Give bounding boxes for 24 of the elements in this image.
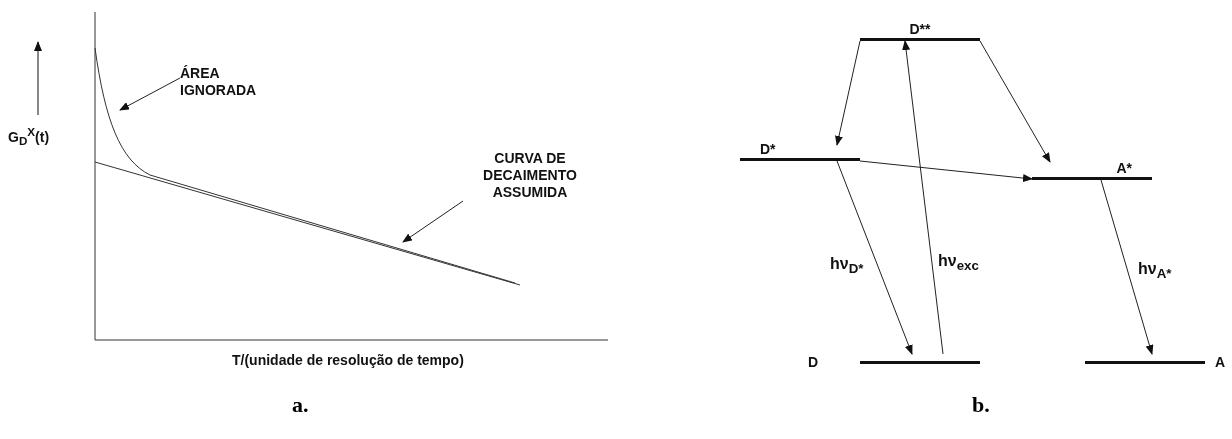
axis-label: T/(unidade de resolução de tempo)	[232, 352, 464, 368]
arrow	[1100, 179, 1154, 355]
edge-label: hν$_{D*}$	[830, 255, 864, 277]
level-label: A*	[1116, 160, 1132, 176]
level-label: D	[808, 354, 820, 370]
leader-line	[119, 77, 181, 111]
arrow	[836, 160, 913, 355]
edge-label: hν$_{A*}$	[1138, 260, 1172, 282]
arrow	[835, 40, 861, 146]
arrow	[902, 40, 944, 355]
arrow	[979, 40, 1051, 163]
axis-label: G$_{D}$$^{X}$(t)	[8, 125, 50, 148]
panel-label: a.	[292, 392, 309, 418]
panel-label: b.	[972, 392, 990, 418]
callout-text: CURVA DE DECAIMENTO ASSUMIDA	[455, 150, 605, 201]
edge-label: hν$_{exc}$	[938, 252, 979, 274]
level-label: D*	[760, 141, 776, 157]
energy-level	[1085, 354, 1225, 370]
arrow	[859, 160, 1033, 183]
level-label: D**	[909, 21, 931, 37]
leader-line	[402, 200, 464, 243]
energy-level	[808, 354, 980, 370]
level-label: A	[1214, 354, 1225, 370]
callout-text: ÁREA IGNORADA	[180, 65, 270, 99]
